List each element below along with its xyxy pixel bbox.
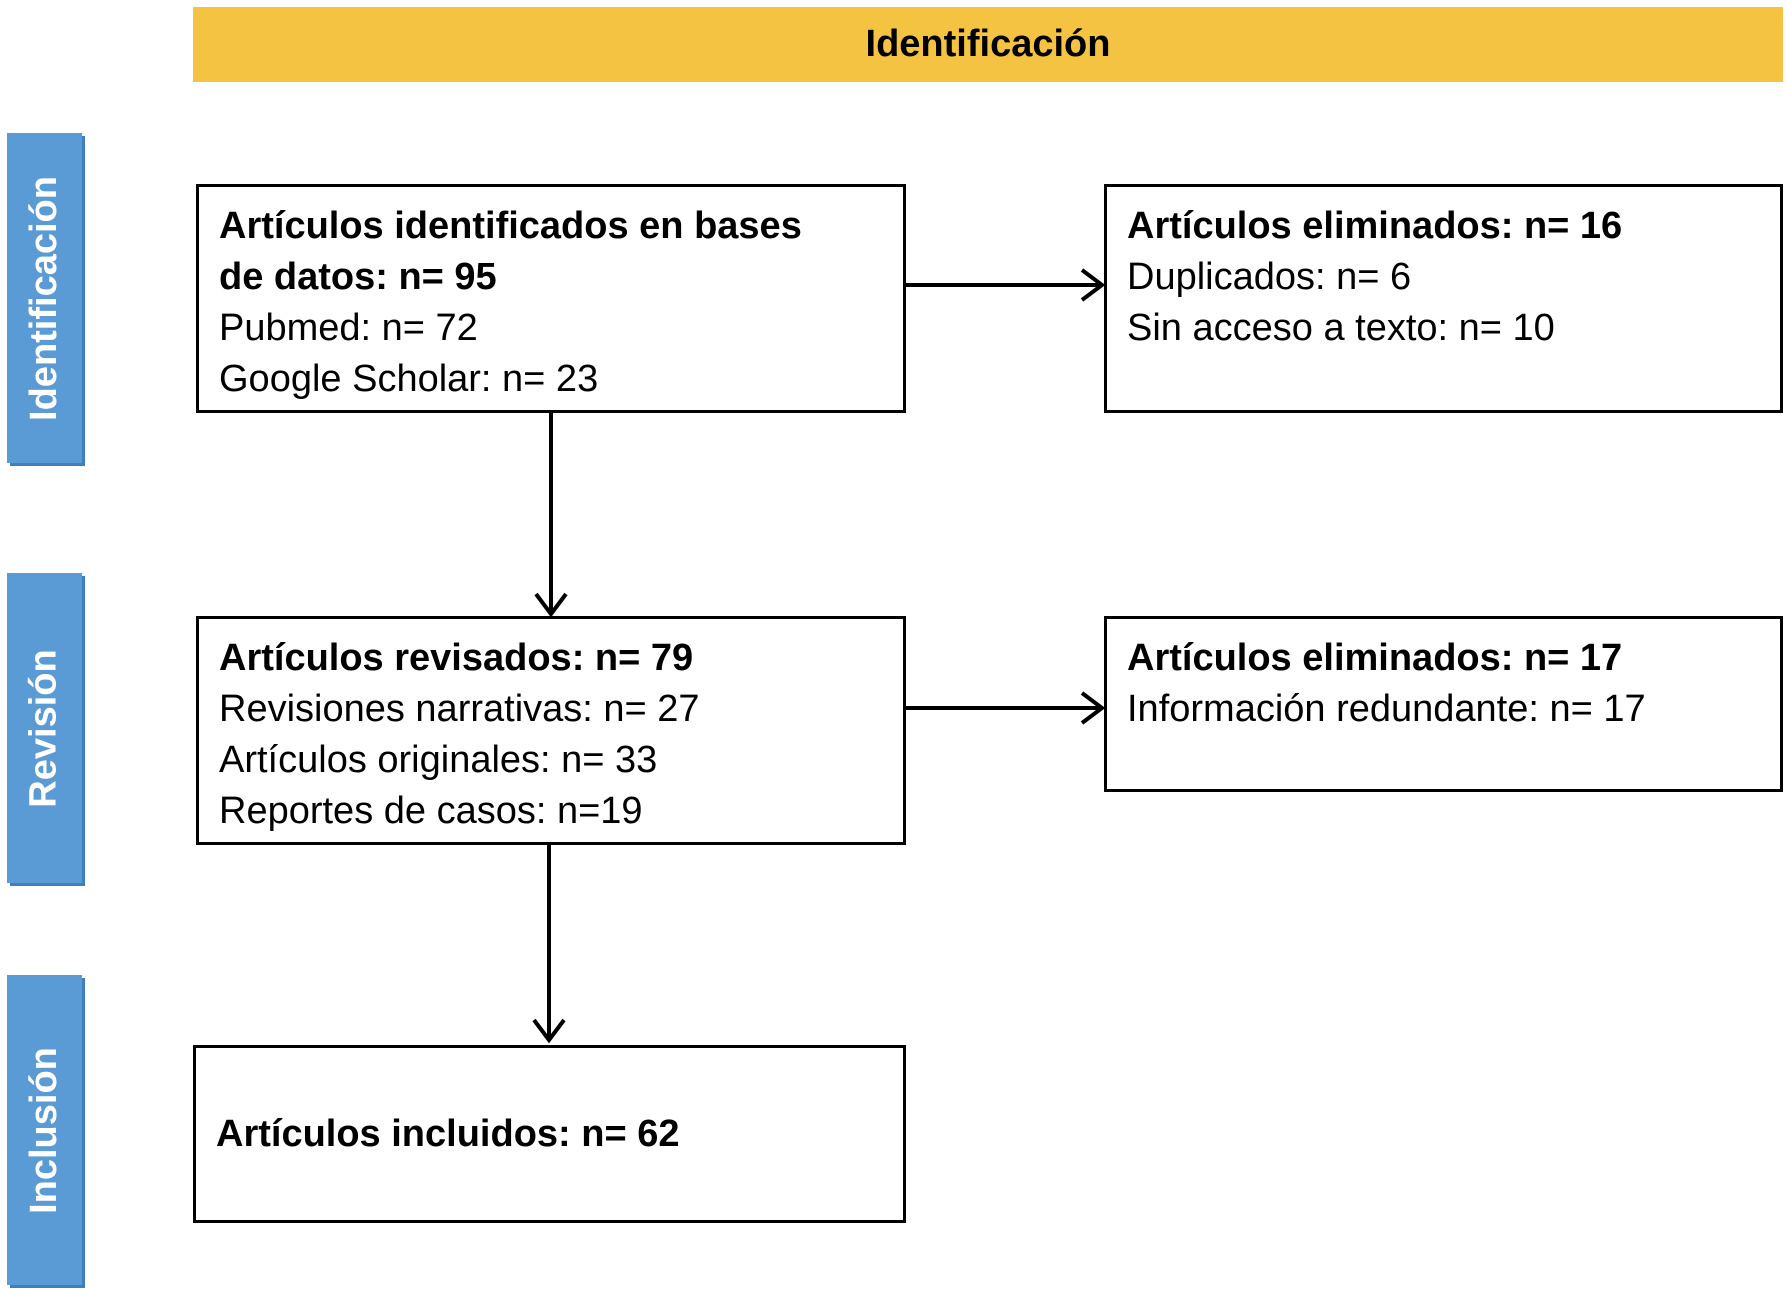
stage-label-inclusion: Inclusión (23, 1046, 66, 1214)
box-line: Sin acceso a texto: n= 10 (1127, 307, 1555, 349)
stage-tab-identification: Identificación (7, 133, 82, 463)
box-title: Artículos eliminados: n= 17 (1127, 637, 1623, 679)
arrow-down-1 (534, 413, 568, 618)
box-line: Duplicados: n= 6 (1127, 256, 1412, 298)
arrow-down-2 (532, 845, 566, 1044)
header-banner: Identificación (193, 7, 1783, 82)
box-line: Información redundante: n= 17 (1127, 688, 1646, 730)
stage-tab-review: Revisión (7, 573, 82, 883)
stage-label-review: Revisión (23, 648, 66, 808)
removed-records-box-2: Artículos eliminados: n= 17 Información … (1104, 616, 1783, 792)
box-line: Artículos originales: n= 33 (219, 739, 658, 781)
stage-tab-inclusion: Inclusión (7, 975, 82, 1285)
box-line: Pubmed: n= 72 (219, 307, 478, 349)
removed-records-box-1: Artículos eliminados: n= 16 Duplicados: … (1104, 184, 1783, 413)
arrow-right-2 (906, 691, 1106, 725)
box-title: Artículos identificados en bases (219, 205, 802, 247)
identified-records-box: Artículos identificados en bases de dato… (196, 184, 906, 413)
header-title: Identificación (865, 23, 1111, 65)
arrow-right-1 (906, 268, 1106, 302)
stage-label-identification: Identificación (23, 175, 66, 421)
box-line: Reportes de casos: n=19 (219, 790, 643, 832)
box-title: Artículos revisados: n= 79 (219, 637, 694, 679)
box-line: Google Scholar: n= 23 (219, 358, 599, 400)
box-title: Artículos eliminados: n= 16 (1127, 205, 1623, 247)
box-title-continued: de datos: n= 95 (219, 256, 497, 298)
included-records-box: Artículos incluidos: n= 62 (193, 1045, 906, 1223)
box-title: Artículos incluidos: n= 62 (216, 1112, 680, 1155)
box-line: Revisiones narrativas: n= 27 (219, 688, 700, 730)
reviewed-records-box: Artículos revisados: n= 79 Revisiones na… (196, 616, 906, 845)
